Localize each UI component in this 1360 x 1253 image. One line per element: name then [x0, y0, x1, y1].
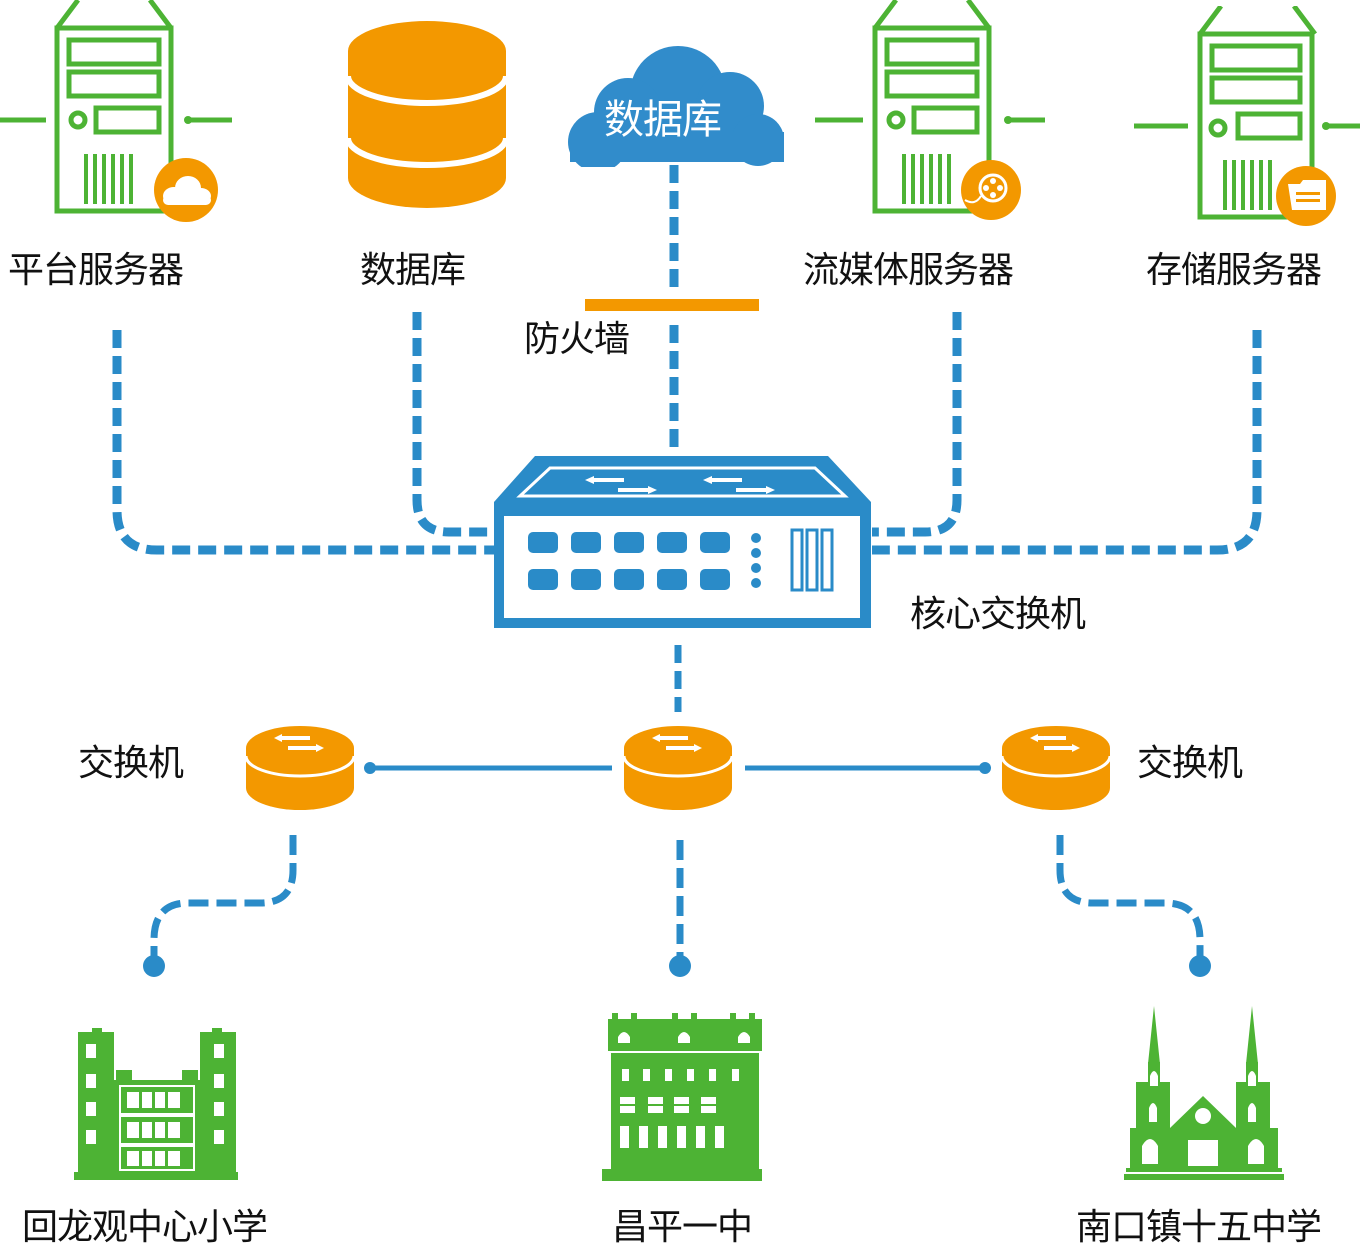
media-server-label: 流媒体服务器	[803, 250, 1014, 291]
film-reel-icon	[964, 173, 1008, 204]
platform-server[interactable]	[0, 0, 240, 225]
church-building-icon	[1124, 1006, 1284, 1180]
school-changping1[interactable]	[602, 1013, 762, 1181]
school-huilongguan[interactable]	[74, 1028, 238, 1180]
storage-server-label: 存储服务器	[1146, 250, 1322, 291]
link-database-core	[412, 312, 495, 537]
school-nankou15-label: 南口镇十五中学	[1076, 1207, 1322, 1248]
link-dot	[979, 762, 991, 774]
core-switch[interactable]	[490, 452, 875, 632]
switch-left[interactable]	[244, 724, 356, 812]
folder-icon	[1288, 180, 1326, 210]
cloud-icon	[163, 176, 211, 205]
port-icons	[528, 532, 761, 590]
server-tower-icon	[1134, 6, 1360, 226]
switch-left-label: 交换机	[78, 743, 184, 784]
school-changping1-label: 昌平一中	[612, 1207, 753, 1248]
school-building-icon	[74, 1028, 238, 1180]
database[interactable]	[345, 18, 510, 213]
school-nankou15[interactable]	[1124, 1004, 1284, 1180]
link-platform-core	[112, 330, 495, 555]
core-switch-label: 核心交换机	[910, 594, 1086, 635]
database-label: 数据库	[360, 250, 466, 291]
firewall-bar	[585, 299, 759, 311]
cloud-icon	[568, 46, 784, 167]
switch-right-label: 交换机	[1137, 743, 1243, 784]
cloud-database-text: 数据库	[604, 97, 722, 143]
link-media-core	[872, 312, 962, 537]
core-switch-icon	[494, 456, 871, 628]
link-left-switch-school	[150, 835, 297, 960]
link-dot	[364, 762, 376, 774]
link-storage-core	[872, 330, 1262, 555]
storage-server[interactable]	[1130, 6, 1360, 231]
server-tower-icon	[0, 0, 232, 222]
media-server[interactable]	[815, 0, 1055, 225]
endpoint-dot-center	[669, 955, 691, 977]
school-huilongguan-label: 回龙观中心小学	[22, 1207, 268, 1248]
switch-icon	[1000, 726, 1112, 810]
link-right-switch-school	[1056, 835, 1204, 960]
cloud-database[interactable]: 数据库	[558, 42, 788, 167]
database-icon	[345, 21, 509, 208]
endpoint-dot-left	[143, 955, 165, 977]
switch-center[interactable]	[622, 724, 734, 812]
endpoint-dot-right	[1189, 955, 1211, 977]
server-tower-icon	[815, 0, 1045, 220]
switch-icon	[244, 726, 356, 810]
switch-right[interactable]	[1000, 724, 1112, 812]
arrows-icon	[585, 476, 775, 494]
school-building-icon	[602, 1013, 762, 1181]
firewall-label: 防火墙	[524, 319, 630, 360]
platform-server-label: 平台服务器	[8, 250, 184, 291]
switch-icon	[622, 726, 734, 810]
